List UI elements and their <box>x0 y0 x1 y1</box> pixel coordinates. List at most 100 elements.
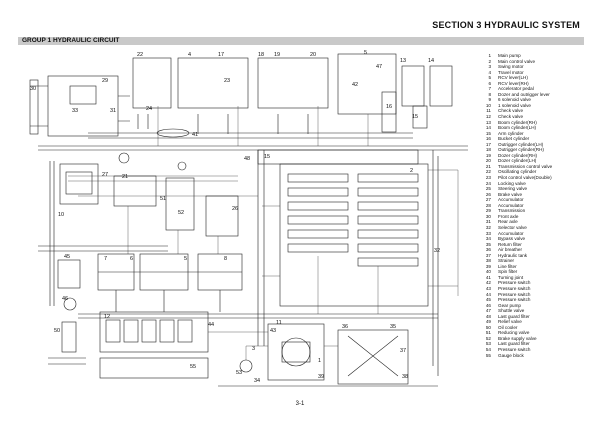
callout-7: 7 <box>104 256 107 262</box>
legend-item: 28 Accumulator <box>478 203 588 209</box>
legend-item-number: 52 <box>485 335 491 341</box>
legend-item-number: 53 <box>485 341 491 347</box>
legend-item-label: Accumulator <box>498 202 524 208</box>
legend-item-number: 5 <box>488 75 491 81</box>
legend-item: 39 Line filter <box>478 264 588 270</box>
callout-36: 36 <box>342 324 348 330</box>
callout-32: 32 <box>434 248 440 254</box>
callout-45: 45 <box>64 254 70 260</box>
legend-item-number: 27 <box>485 197 491 203</box>
legend-item-label: Accelerator pedal <box>498 86 534 92</box>
legend-item-number: 31 <box>485 219 491 225</box>
callout-5b: 5 <box>184 256 187 262</box>
legend-item-label: Line filter <box>498 263 517 269</box>
legend-item-number: 10 <box>485 102 491 108</box>
legend-item-label: Accumulator <box>498 197 524 203</box>
legend-item-number: 1 <box>488 53 491 58</box>
legend-item-number: 41 <box>485 274 491 280</box>
callout-15: 15 <box>412 114 418 120</box>
legend-item-label: Check valve <box>498 108 524 114</box>
legend-item-number: 24 <box>485 180 491 186</box>
callout-31: 31 <box>110 108 116 114</box>
legend-item: 31 Rear axle <box>478 219 588 225</box>
legend-item-number: 40 <box>485 269 491 275</box>
callout-30: 30 <box>30 86 36 92</box>
legend-item-number: 22 <box>485 169 491 175</box>
callout-52: 52 <box>178 210 184 216</box>
legend-item-label: Bucket cylinder <box>498 136 530 142</box>
callout-47: 47 <box>376 64 382 70</box>
legend-item-number: 7 <box>488 86 491 92</box>
callout-50: 50 <box>54 328 60 334</box>
legend-item: 17 Outrigger cylinder(LH) <box>478 142 588 148</box>
legend-item-number: 15 <box>485 130 491 136</box>
callout-17: 17 <box>218 52 224 58</box>
legend-item-label: Main control valve <box>498 58 536 64</box>
legend-item-number: 14 <box>485 125 491 131</box>
legend-item-number: 39 <box>485 263 491 269</box>
legend-item-number: 30 <box>485 213 491 219</box>
legend-item-number: 38 <box>485 258 491 264</box>
legend-item-number: 34 <box>485 236 491 242</box>
legend-item-label: Dozer cylinder(RH) <box>498 152 538 158</box>
legend-item-label: Return filter <box>498 241 522 247</box>
legend-item-label: Last guard filter <box>498 313 530 319</box>
legend-item-number: 23 <box>485 175 491 181</box>
legend-item-number: 9 <box>488 97 491 103</box>
legend-item-number: 29 <box>485 208 491 214</box>
legend-item-number: 28 <box>485 202 491 208</box>
callout-15b: 15 <box>264 154 270 160</box>
callout-38: 38 <box>402 374 408 380</box>
legend-item-number: 18 <box>485 147 491 153</box>
legend-item-label: Brake supply valve <box>498 335 537 341</box>
callout-35: 35 <box>390 324 396 330</box>
legend-item-label: Outrigger cylinder(LH) <box>498 141 544 147</box>
legend-item-number: 43 <box>485 285 491 291</box>
legend-item-label: Pilot control valve(Double) <box>498 175 552 181</box>
legend-item-label: Rear axle <box>498 219 518 225</box>
legend-item-number: 46 <box>485 302 491 308</box>
legend-item-label: Locking valve <box>498 180 526 186</box>
legend-item-label: Reducing valve <box>498 330 530 336</box>
legend-item-label: Spin filter <box>498 269 518 275</box>
legend-item-label: Check valve <box>498 114 524 120</box>
legend-item-number: 55 <box>485 352 491 358</box>
legend-item-label: 1 solenoid valve <box>498 102 531 108</box>
legend-item-number: 4 <box>488 69 491 75</box>
callout-34: 34 <box>254 378 260 384</box>
callout-26: 26 <box>232 206 238 212</box>
callout-13: 13 <box>400 58 406 64</box>
callout-23: 23 <box>224 78 230 84</box>
section-title: SECTION 3 HYDRAULIC SYSTEM <box>432 20 580 30</box>
callout-44: 44 <box>208 322 214 328</box>
legend-item: 24 Locking valve <box>478 181 588 187</box>
legend-item-label: Accumulator <box>498 230 524 236</box>
callout-43: 43 <box>270 328 276 334</box>
legend-item-number: 42 <box>485 280 491 286</box>
legend-item-number: 6 <box>488 80 491 86</box>
legend-item-label: Travel motor <box>498 69 524 75</box>
group-title-bar <box>18 37 584 45</box>
legend-item-number: 16 <box>485 136 491 142</box>
legend-item-label: Boom cylinder(LH) <box>498 125 537 131</box>
callout-24: 24 <box>146 106 152 112</box>
legend-item-number: 17 <box>485 141 491 147</box>
